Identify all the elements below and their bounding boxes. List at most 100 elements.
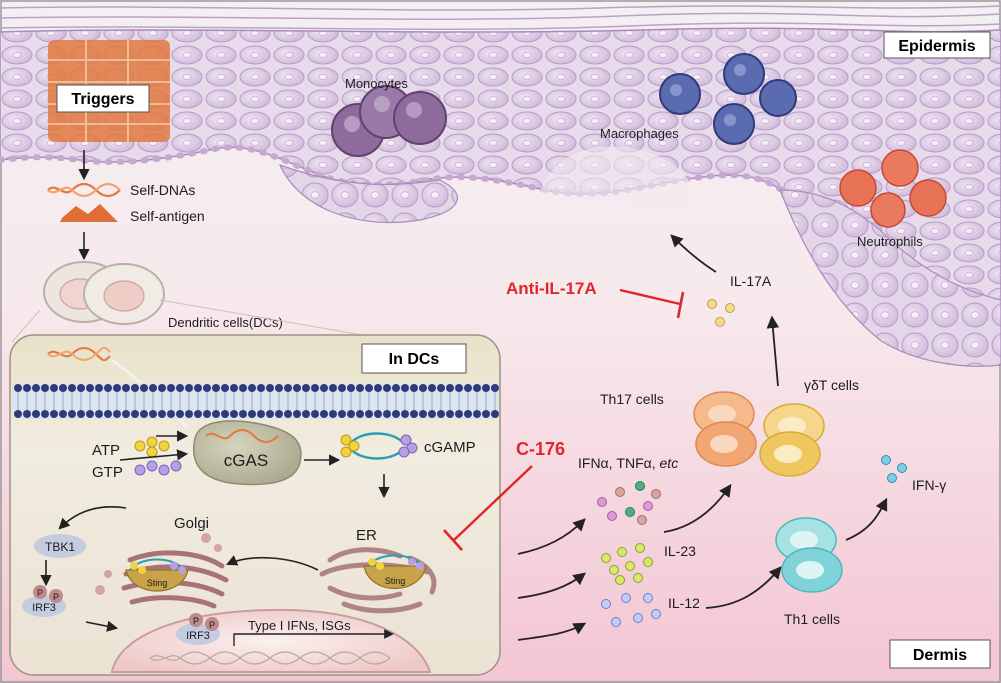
lipid-head bbox=[32, 384, 40, 392]
anti-il17a-inhibition-bar bbox=[676, 291, 685, 319]
lipid-head bbox=[185, 384, 193, 392]
triggers-label-box bbox=[56, 84, 150, 113]
lipid-head bbox=[203, 384, 211, 392]
lipid-head bbox=[257, 384, 265, 392]
transcription-arrow bbox=[233, 629, 394, 646]
lipid-head bbox=[50, 384, 58, 392]
il12-label: IL-12 bbox=[668, 595, 700, 611]
dendritic-cells-label: Dendritic cells(DCs) bbox=[168, 315, 283, 330]
tbk1-label: TBK1 bbox=[45, 540, 75, 554]
il23-molecules bbox=[601, 543, 653, 585]
gdt-label: γδT cells bbox=[804, 377, 859, 393]
lipid-head bbox=[212, 410, 220, 418]
triggers-label: Triggers bbox=[71, 91, 134, 108]
ifna-prefix: IFNα, TNFα, bbox=[578, 455, 660, 471]
lipid-head bbox=[401, 410, 409, 418]
lipid-head bbox=[401, 384, 409, 392]
lipid-head bbox=[392, 410, 400, 418]
lipid-head bbox=[347, 410, 355, 418]
lipid-head bbox=[230, 384, 238, 392]
type1-ifns-label: Type I IFNs, ISGs bbox=[248, 618, 351, 633]
arrow-il17a-to-epidermis bbox=[670, 234, 717, 273]
lipid-head bbox=[59, 384, 67, 392]
lipid-head bbox=[167, 384, 175, 392]
lipid-head bbox=[194, 410, 202, 418]
lipid-head bbox=[239, 410, 247, 418]
in-dcs-label-box bbox=[361, 343, 467, 374]
lipid-head bbox=[77, 410, 85, 418]
lipid-head bbox=[131, 384, 139, 392]
lipid-head bbox=[284, 384, 292, 392]
lipid-head bbox=[122, 410, 130, 418]
phospho-badge bbox=[49, 589, 63, 603]
vesicle bbox=[214, 544, 222, 552]
il23-label: IL-23 bbox=[664, 543, 696, 559]
phospho-badge bbox=[189, 613, 203, 627]
lipid-head bbox=[410, 410, 418, 418]
th1-label: Th1 cells bbox=[784, 611, 840, 627]
phospho-label: P bbox=[193, 616, 199, 626]
macrophages-label: Macrophages bbox=[600, 126, 679, 141]
lipid-head bbox=[293, 410, 301, 418]
lipid-head bbox=[50, 410, 58, 418]
dermal-papilla bbox=[540, 146, 693, 207]
self-antigen-label: Self-antigen bbox=[130, 208, 205, 224]
epidermis-label: Epidermis bbox=[898, 38, 975, 55]
lipid-head bbox=[122, 384, 130, 392]
lipid-head bbox=[275, 410, 283, 418]
dc-dna-icon bbox=[47, 346, 111, 362]
monocyte-cells bbox=[331, 85, 447, 157]
er-sting-label: Sting bbox=[385, 576, 406, 586]
arrow-to-il12 bbox=[517, 622, 587, 641]
lipid-head bbox=[185, 410, 193, 418]
lipid-head bbox=[428, 384, 436, 392]
lipid-head bbox=[239, 384, 247, 392]
lipid-head bbox=[428, 410, 436, 418]
lipid-head bbox=[77, 384, 85, 392]
dermis-label-box bbox=[889, 639, 991, 669]
in-dcs-label: In DCs bbox=[389, 351, 440, 368]
arrow-irf3-to-nucleus bbox=[85, 620, 119, 632]
lipid-head bbox=[221, 384, 229, 392]
lipid-head bbox=[293, 384, 301, 392]
neutrophils-label: Neutrophils bbox=[857, 234, 923, 249]
atp-label: ATP bbox=[92, 442, 120, 459]
cytokine-mix-molecules bbox=[597, 481, 661, 525]
arrow-to-cgas-bottom bbox=[119, 449, 189, 461]
lipid-head bbox=[329, 384, 337, 392]
cgamp-molecule bbox=[340, 432, 418, 460]
lipid-head bbox=[68, 410, 76, 418]
il17a-label: IL-17A bbox=[730, 273, 772, 289]
lipid-head bbox=[473, 410, 481, 418]
lipid-head bbox=[338, 410, 346, 418]
stratum-corneum bbox=[0, 5, 1001, 30]
lipid-head bbox=[491, 384, 499, 392]
lipid-head bbox=[230, 410, 238, 418]
lipid-head bbox=[248, 410, 256, 418]
er-label: ER bbox=[356, 527, 377, 544]
arrow-to-il17a bbox=[766, 315, 780, 387]
irf3-label: IRF3 bbox=[32, 602, 56, 614]
arrow-to-il23 bbox=[517, 572, 586, 599]
lipid-head bbox=[437, 410, 445, 418]
etc-text: etc bbox=[660, 455, 679, 471]
vesicle bbox=[201, 533, 211, 543]
lipid-head bbox=[329, 410, 337, 418]
lipid-head bbox=[266, 384, 274, 392]
lipid-head bbox=[140, 410, 148, 418]
ifng-molecules bbox=[881, 455, 907, 483]
nuclear-irf3-label: IRF3 bbox=[186, 630, 210, 642]
lipid-head bbox=[419, 410, 427, 418]
lipid-head bbox=[437, 384, 445, 392]
lipid-head bbox=[140, 384, 148, 392]
lipid-head bbox=[131, 410, 139, 418]
th17-cells bbox=[693, 391, 757, 467]
th17-label: Th17 cells bbox=[600, 391, 664, 407]
lipid-head bbox=[266, 410, 274, 418]
lipid-head bbox=[419, 384, 427, 392]
c176-inhibition-line bbox=[453, 465, 533, 541]
lipid-head bbox=[149, 384, 157, 392]
lipid-head bbox=[320, 384, 328, 392]
anti-il17a-label: Anti-IL-17A bbox=[506, 279, 597, 298]
dermis-label: Dermis bbox=[913, 647, 967, 664]
